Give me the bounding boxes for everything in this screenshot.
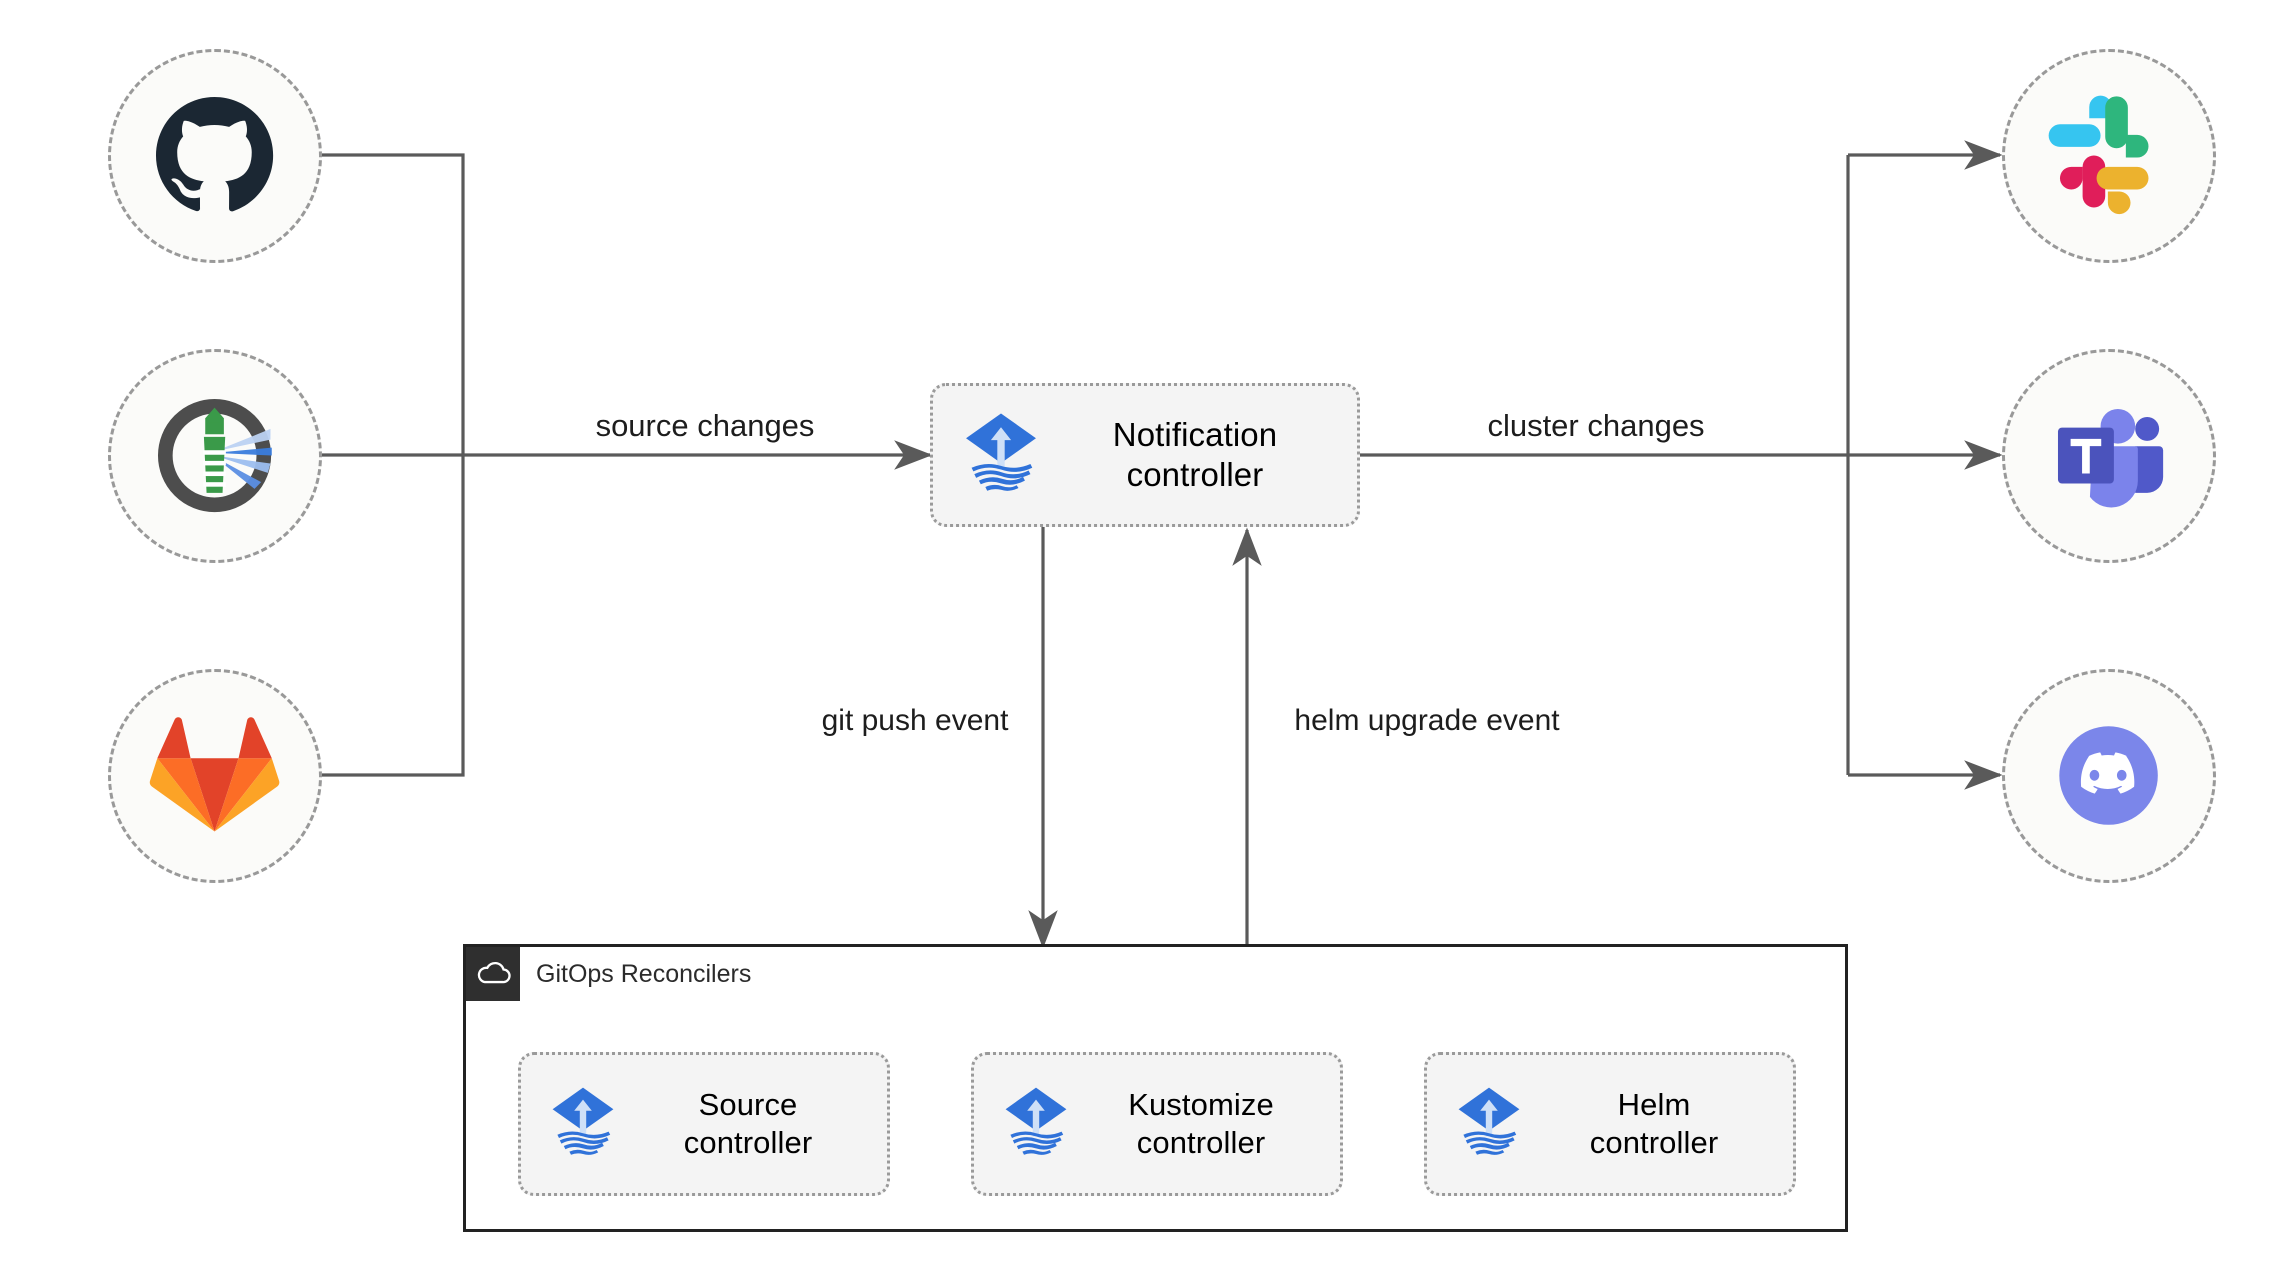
github-icon <box>148 89 281 222</box>
edge-label-cluster-changes: cluster changes <box>1487 408 1705 443</box>
wire-github <box>322 153 465 455</box>
wire-gitlab <box>322 455 465 777</box>
kustomize-controller-label: Kustomize controller <box>1128 1087 1274 1160</box>
flux-logo-icon <box>955 407 1047 504</box>
flux-logo-icon <box>996 1082 1076 1167</box>
source-node-github[interactable] <box>108 49 322 263</box>
helm-controller-box[interactable]: Helm controller <box>1424 1052 1796 1196</box>
flux-logo-icon <box>543 1082 623 1167</box>
flux-logo-icon <box>1449 1082 1529 1167</box>
gitops-container-title: GitOps Reconcilers <box>536 960 752 988</box>
destination-node-slack[interactable] <box>2002 49 2216 263</box>
discord-icon <box>2042 709 2175 842</box>
edge-label-git-push-event: git push event <box>821 704 1009 737</box>
source-controller-label: Source controller <box>683 1087 813 1160</box>
source-controller-box[interactable]: Source controller <box>518 1052 890 1196</box>
destination-node-discord[interactable] <box>2002 669 2216 883</box>
source-node-gitlab[interactable] <box>108 669 322 883</box>
cloud-icon <box>466 947 520 1001</box>
notification-controller-label: Notification controller <box>1112 415 1278 493</box>
gitops-reconcilers-container: GitOps Reconcilers Source controller <box>463 944 1848 1232</box>
helm-controller-label: Helm controller <box>1589 1087 1719 1160</box>
lighthouse-icon <box>148 389 281 522</box>
notification-controller-box[interactable]: Notification controller <box>930 383 1360 527</box>
gitlab-icon <box>148 709 281 842</box>
teams-icon <box>2042 389 2175 522</box>
kustomize-controller-box[interactable]: Kustomize controller <box>971 1052 1343 1196</box>
edge-label-source-changes: source changes <box>595 408 815 443</box>
edge-label-helm-upgrade-event: helm upgrade event <box>1294 704 1560 737</box>
destination-node-teams[interactable] <box>2002 349 2216 563</box>
source-node-flux[interactable] <box>108 349 322 563</box>
slack-icon <box>2042 89 2175 222</box>
